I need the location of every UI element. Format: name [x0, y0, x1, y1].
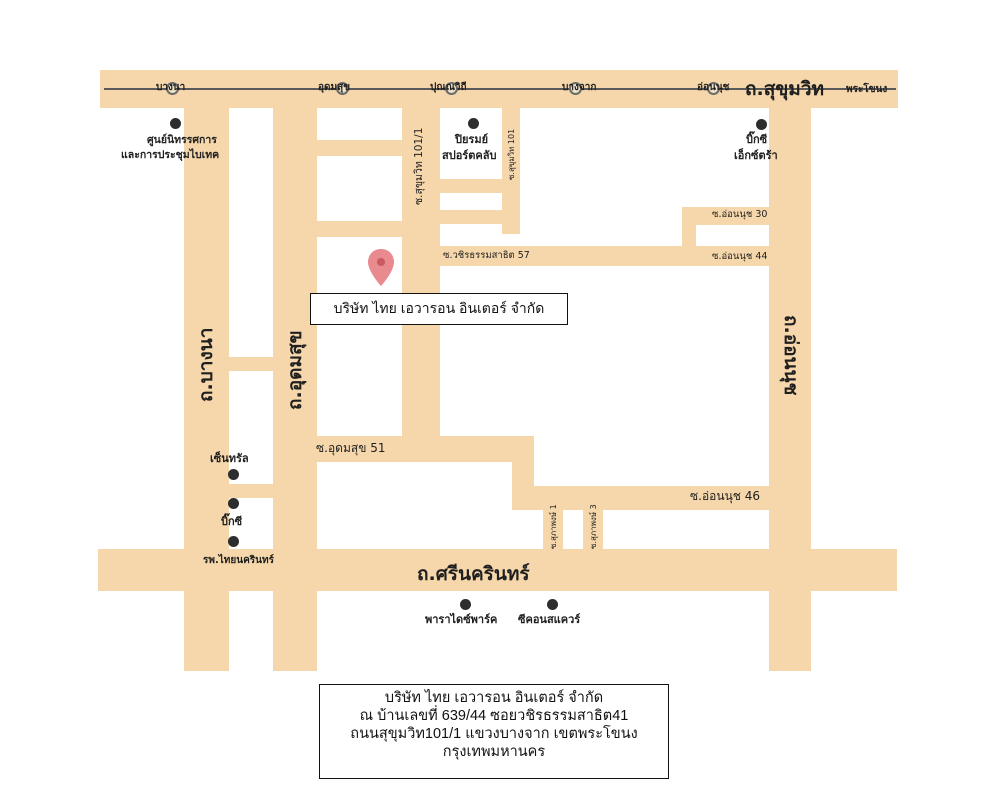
- address-line-4: กรุงเทพมหานคร: [442, 744, 546, 760]
- station-bangchak-icon: [569, 82, 582, 95]
- landmark-central-dot-icon: [228, 469, 239, 480]
- road-soi-onnut-30: [682, 207, 770, 225]
- station-label-udomsuk: อุดมสุข: [318, 82, 351, 93]
- landmark-central-label: เซ็นทรัล: [210, 452, 249, 465]
- station-label-punnawithi: ปุณณวิถี: [430, 82, 467, 93]
- soi-label-udomsuk-51: ซ.อุดมสุข 51: [316, 441, 386, 455]
- station-label-phrakhanong: พระโขนง: [846, 84, 888, 95]
- station-label-bangchak: บางจาก: [562, 82, 597, 93]
- road-soi-supapong-1: [543, 508, 563, 551]
- road-soi-onnut-46: [512, 486, 770, 510]
- landmark-bitec-dot-icon: [170, 118, 181, 129]
- landmark-bigc-ekkamai-line2: เอ็กซ์ตร้า: [734, 149, 778, 162]
- road-label-srinakarin: ถ.ศรีนครินทร์: [417, 563, 530, 585]
- landmark-bigc-label: บิ๊กซี: [221, 515, 243, 528]
- road-soi-onnut-30-link: [682, 207, 696, 249]
- soi-label-wachira: ซ.วชิรธรรมสาธิต 57: [443, 250, 530, 261]
- bts-rail-line: [104, 88, 896, 90]
- soi-label-sukhumvit-101: ซ.สุขุมวิท 101: [507, 128, 516, 180]
- road-sukhumvit-101: [502, 106, 520, 234]
- landmark-bitec-line1: ศูนย์นิทรรศการ: [147, 134, 217, 146]
- road-soi-udomsuk-51: [316, 436, 520, 462]
- landmark-paradise-dot-icon: [460, 599, 471, 610]
- landmark-piyarom-line2: สปอร์ตคลับ: [442, 149, 497, 162]
- road-soi-c: [440, 179, 506, 193]
- landmark-piyarom-dot-icon: [468, 118, 479, 129]
- landmark-thainakarin-label: รพ.ไทยนครินทร์: [203, 555, 274, 566]
- landmark-paradise-label: พาราไดซ์พาร์ค: [425, 613, 498, 626]
- landmark-bigc-ekkamai-line1: บิ๊กซี: [746, 133, 768, 146]
- address-line-3: ถนนสุขุมวิท101/1 แขวงบางจาก เขตพระโขนง: [350, 726, 638, 742]
- company-label-box: บริษัท ไทย เอวารอน อินเตอร์ จำกัด: [310, 293, 568, 325]
- soi-label-onnut-46: ซ.อ่อนนุช 46: [690, 489, 761, 503]
- road-soi-wachira: [440, 246, 770, 266]
- address-line-1: บริษัท ไทย เอวารอน อินเตอร์ จำกัด: [384, 690, 604, 706]
- address-box: บริษัท ไทย เอวารอน อินเตอร์ จำกัด ณ บ้าน…: [319, 684, 669, 779]
- soi-label-onnut-30: ซ.อ่อนนุช 30: [712, 209, 768, 220]
- address-line-2: ณ บ้านเลขที่ 639/44 ซอยวชิรธรรมสาธิต41: [359, 708, 629, 724]
- road-label-udomsuk: ถ.อุดมสุข: [284, 330, 306, 410]
- soi-label-sukhumvit-101-1: ซ.สุขุมวิท 101/1: [413, 127, 425, 205]
- landmark-bigc-ekkamai-dot-icon: [756, 119, 767, 130]
- road-soi-d: [440, 210, 506, 224]
- landmark-seacon-label: ซีคอนสแควร์: [518, 613, 581, 626]
- station-label-onnut: อ่อนนุช: [697, 82, 730, 93]
- landmark-bitec-line2: และการประชุมไบเทค: [121, 149, 220, 161]
- road-sukhumvit-101-1: [402, 106, 440, 436]
- station-udomsuk-icon: [336, 82, 349, 95]
- road-soi-a: [316, 140, 404, 156]
- road-label-bangna: ถ.บางนา: [195, 327, 217, 402]
- soi-label-onnut-44: ซ.อ่อนนุช 44: [712, 251, 768, 262]
- station-bangna-icon: [166, 82, 179, 95]
- location-pin-icon: [368, 249, 394, 286]
- landmark-piyarom-line1: ปิยรมย์: [455, 133, 489, 146]
- landmark-bigc-dot-icon: [228, 498, 239, 509]
- road-soi-supapong-3: [583, 508, 603, 551]
- road-label-onnut: ถ.อ่อนนุช: [780, 315, 802, 396]
- landmark-seacon-dot-icon: [547, 599, 558, 610]
- station-punnawithi-icon: [445, 82, 458, 95]
- soi-label-supapong-1: ซ.สุภาพงษ์ 1: [549, 504, 558, 549]
- soi-label-supapong-3: ซ.สุภาพงษ์ 3: [589, 504, 598, 549]
- road-label-sukhumvit: ถ.สุขุมวิท: [745, 78, 825, 100]
- station-label-bangna: บางนา: [156, 82, 186, 93]
- road-soi-b: [316, 221, 404, 237]
- station-onnut-icon: [707, 82, 720, 95]
- road-srinakarin: [98, 549, 897, 591]
- landmark-thainakarin-dot-icon: [228, 536, 239, 547]
- road-soi-west-1: [228, 357, 274, 371]
- company-label-text: บริษัท ไทย เอวารอน อินเตอร์ จำกัด: [333, 300, 545, 316]
- road-soi-west-2: [228, 484, 274, 498]
